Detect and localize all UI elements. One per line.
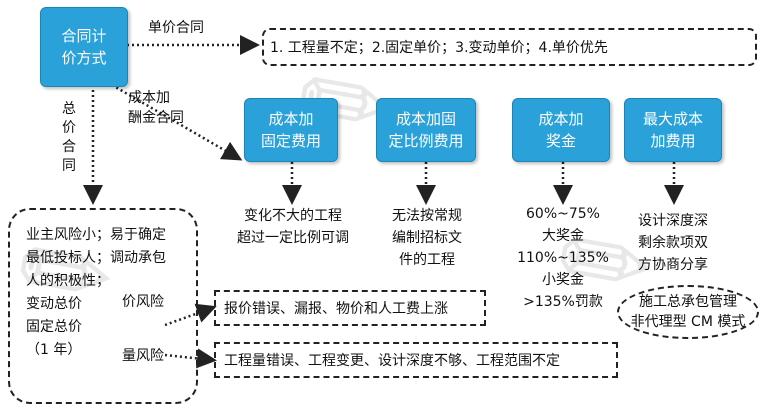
unit-item: 3.变动单价；: [455, 40, 539, 56]
unit-item: 1. 工程量不定；: [270, 40, 372, 56]
arrow-to-costplus: [111, 83, 243, 161]
qty-risk-box: 工程量错误、工程变更、设计深度不够、工程范围不定: [214, 342, 618, 378]
desc-cost-plus-fixed-fee: 变化不大的工程 超过一定比例可调: [237, 208, 349, 246]
unit-item: 2.固定单价；: [371, 40, 456, 56]
label-unit-price: 单价合同: [148, 20, 204, 36]
mgmt-oval-text: 施工总承包管理 非代理型 CM 模式: [630, 294, 746, 330]
node-max-cost-plus-fee: 最大成本 加费用: [624, 98, 722, 162]
desc-cost-plus-bonus: 60%~75% 大奖金 110%~135% 小奖金 >135%罚款: [517, 206, 609, 310]
node-cost-plus-percentage: 成本加固 定比例费用: [376, 98, 476, 162]
unit-price-box: 1. 工程量不定； 2.固定单价； 3.变动单价； 4.单价优先: [262, 28, 757, 66]
price-risk-box: 报价错误、漏报、物价和人工费上涨: [214, 290, 486, 326]
unit-item: 4.单价优先: [538, 40, 608, 56]
desc-cost-plus-percentage: 无法按常规 编制招标文 件的工程: [392, 208, 462, 268]
total-price-box: 业主风险小；易于确定 最低投标人；调动承包 人的积极性； 变动总价 固定总价 （…: [8, 208, 198, 404]
node-cost-plus-bonus: 成本加 奖金: [512, 98, 610, 162]
label-cost-plus: 成本加 酬金合同: [128, 90, 184, 126]
mgmt-oval: 施工总承包管理 非代理型 CM 模式: [617, 285, 759, 339]
total-price-text: 业主风险小；易于确定 最低投标人；调动承包 人的积极性； 变动总价 固定总价 （…: [26, 227, 166, 358]
label-price-risk: 价风险: [122, 294, 164, 310]
label-total-price: 总 价 合 同: [62, 101, 76, 174]
arrow-price-risk: [164, 303, 217, 327]
node-pricing-method: 合同计 价方式: [40, 7, 128, 87]
desc-max-cost-plus-fee: 设计深度深 剩余款项双 方协商分享: [638, 213, 708, 273]
label-qty-risk: 量风险: [122, 348, 164, 364]
node-cost-plus-fixed-fee: 成本加 固定费用: [244, 98, 338, 162]
